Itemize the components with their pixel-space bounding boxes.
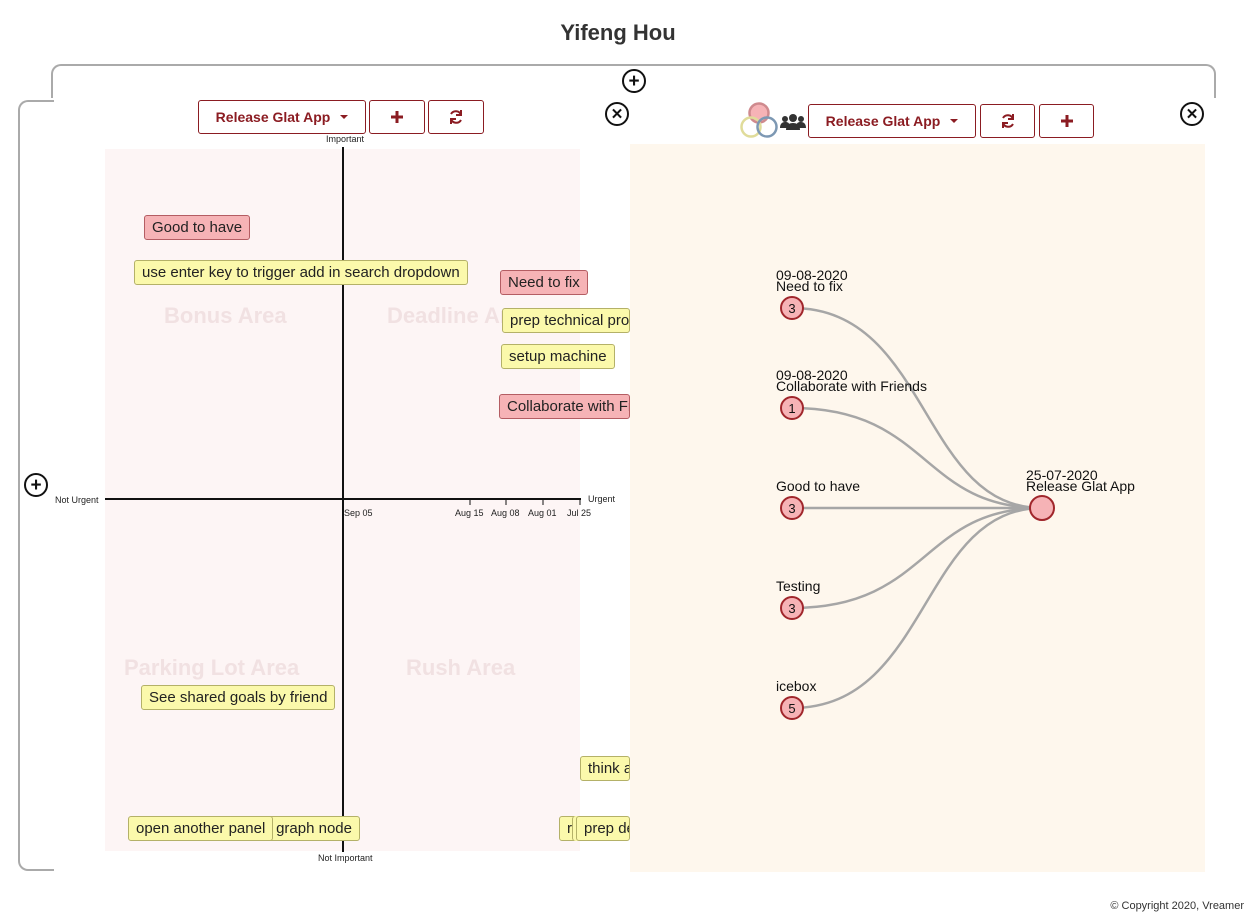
task-note[interactable]: setup machine — [501, 344, 615, 369]
plus-icon — [1060, 115, 1073, 127]
axis-label-not-urgent: Not Urgent — [55, 495, 99, 505]
node-count: 3 — [788, 501, 795, 516]
date-tick: Aug 01 — [528, 508, 557, 518]
close-graph-panel-icon[interactable]: ✕ — [1180, 102, 1204, 126]
refresh-button[interactable] — [428, 100, 484, 134]
project-select-dropdown[interactable]: Release Glat App — [198, 100, 366, 134]
expand-left-plus-icon[interactable]: + — [24, 473, 48, 497]
graph-add-button[interactable] — [1039, 104, 1094, 138]
task-note[interactable]: think about — [580, 756, 630, 781]
root-date: 25-07-2020 — [1026, 467, 1098, 483]
users-icon[interactable] — [780, 113, 806, 131]
chevron-down-icon — [950, 119, 959, 123]
graph-root-node[interactable] — [1029, 495, 1055, 521]
refresh-icon — [1001, 114, 1014, 128]
node-date: 09-08-2020 — [776, 367, 848, 383]
page-title: Yifeng Hou — [560, 20, 676, 45]
rush-area-label: Rush Area — [406, 655, 516, 680]
node-name: Collaborate with Friends — [776, 378, 927, 394]
expand-top-plus-icon[interactable]: + — [622, 69, 646, 93]
task-note[interactable]: use enter key to trigger add in search d… — [134, 260, 468, 285]
add-task-button[interactable] — [369, 100, 425, 134]
graph-node[interactable] — [780, 296, 804, 320]
task-note[interactable]: See shared goals by friend — [141, 685, 336, 710]
matrix-axes — [105, 147, 581, 852]
task-note[interactable]: prep demo — [576, 816, 630, 841]
refresh-icon — [450, 110, 462, 124]
top-panel-frame — [51, 64, 1216, 98]
node-count: 3 — [788, 601, 795, 616]
date-tick: Sep 05 — [344, 508, 373, 518]
graph-node[interactable] — [780, 396, 804, 420]
node-count: 3 — [788, 301, 795, 316]
root-name: Release Glat App — [1026, 478, 1135, 494]
close-matrix-panel-icon[interactable]: ✕ — [605, 102, 629, 126]
date-tick: Aug 08 — [491, 508, 520, 518]
axis-label-important: Important — [326, 134, 365, 144]
graph-project-select-label: Release Glat App — [825, 113, 941, 129]
three-circles-logo-icon — [740, 102, 778, 138]
copyright: © Copyright 2020, Vreamer — [1110, 900, 1244, 912]
task-note[interactable]: prep technical process — [502, 308, 630, 333]
axis-label-urgent: Urgent — [588, 494, 616, 504]
node-name: Testing — [776, 578, 820, 594]
plus-icon — [391, 111, 403, 123]
date-tick: Aug 15 — [455, 508, 484, 518]
graph-refresh-button[interactable] — [980, 104, 1035, 138]
chevron-down-icon — [340, 115, 349, 119]
node-count: 5 — [788, 701, 795, 716]
graph-node[interactable] — [780, 596, 804, 620]
task-note[interactable]: Need to fix — [500, 270, 588, 295]
bonus-area-label: Bonus Area — [164, 303, 287, 328]
left-panel-frame — [18, 100, 54, 871]
graph-node[interactable] — [780, 696, 804, 720]
task-note[interactable]: open another panel — [128, 816, 274, 841]
graph-project-select-dropdown[interactable]: Release Glat App — [808, 104, 976, 138]
project-select-label: Release Glat App — [215, 109, 331, 125]
node-count: 1 — [788, 401, 795, 416]
axis-label-not-important: Not Important — [318, 853, 373, 863]
node-name: Good to have — [776, 478, 860, 494]
goal-graph: 3 1 3 3 5 09-08-2020 Need to fix 09-08-2… — [776, 267, 1135, 720]
graph-node[interactable] — [780, 496, 804, 520]
task-note[interactable]: Good to have — [144, 215, 251, 240]
date-tick: Jul 25 — [567, 508, 592, 518]
node-name: Need to fix — [776, 278, 843, 294]
node-name: icebox — [776, 678, 816, 694]
parking-lot-area-label: Parking Lot Area — [124, 655, 300, 680]
node-date: 09-08-2020 — [776, 267, 848, 283]
task-note[interactable]: Collaborate with Friends — [499, 394, 630, 419]
